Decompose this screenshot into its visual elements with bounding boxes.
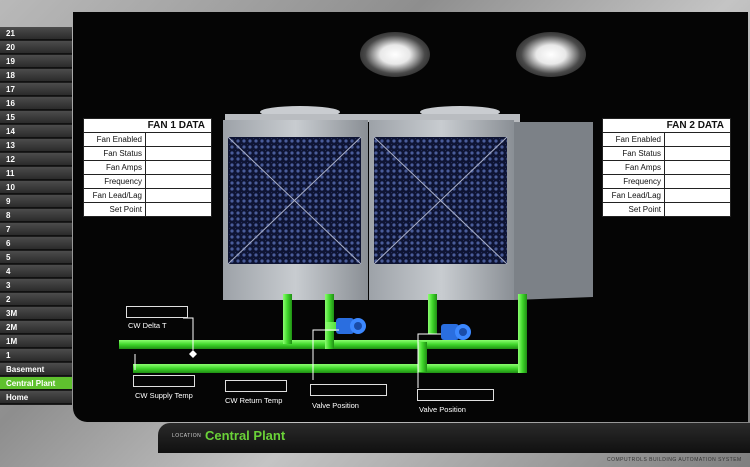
valve-position-1-label: Valve Position bbox=[312, 401, 359, 410]
return-pipe bbox=[133, 364, 526, 373]
row-label: Fan Enabled bbox=[83, 132, 146, 147]
floor-item[interactable]: 10 bbox=[0, 181, 72, 194]
table-row: Fan Amps bbox=[602, 160, 731, 175]
row-label: Frequency bbox=[602, 174, 665, 189]
cooling-tower-graphic bbox=[119, 106, 593, 388]
cw-delta-t-label: CW Delta T bbox=[128, 321, 167, 330]
table-row: Fan Status bbox=[83, 146, 212, 161]
table-row: Fan Lead/Lag bbox=[83, 188, 212, 203]
row-value bbox=[664, 160, 731, 175]
plant-display: CW Delta T CW Supply Temp CW Return Temp… bbox=[73, 12, 748, 422]
table-row: Set Point bbox=[83, 202, 212, 217]
sensor-icon bbox=[189, 350, 197, 358]
table-row: Frequency bbox=[83, 174, 212, 189]
floor-item[interactable]: Basement bbox=[0, 363, 72, 376]
row-value bbox=[145, 132, 212, 147]
floor-item[interactable]: 9 bbox=[0, 195, 72, 208]
floor-item[interactable]: 1 bbox=[0, 349, 72, 362]
floor-item[interactable]: Central Plant bbox=[0, 377, 72, 390]
supply-pipe bbox=[119, 340, 519, 349]
row-label: Fan Status bbox=[602, 146, 665, 161]
row-label: Fan Amps bbox=[602, 160, 665, 175]
floor-item[interactable]: 18 bbox=[0, 69, 72, 82]
floor-item[interactable]: Home bbox=[0, 391, 72, 404]
pump-icon bbox=[336, 318, 366, 334]
table-row: Frequency bbox=[602, 174, 731, 189]
floor-item[interactable]: 3M bbox=[0, 307, 72, 320]
floor-item[interactable]: 2M bbox=[0, 321, 72, 334]
row-label: Fan Lead/Lag bbox=[602, 188, 665, 203]
table-row: Fan Lead/Lag bbox=[602, 188, 731, 203]
row-value bbox=[664, 202, 731, 217]
row-value bbox=[145, 174, 212, 189]
floor-item[interactable]: 6 bbox=[0, 237, 72, 250]
row-label: Fan Lead/Lag bbox=[83, 188, 146, 203]
floor-item[interactable]: 15 bbox=[0, 111, 72, 124]
row-value bbox=[145, 160, 212, 175]
floor-item[interactable]: 11 bbox=[0, 167, 72, 180]
table-row: Fan Amps bbox=[83, 160, 212, 175]
table-row: Set Point bbox=[602, 202, 731, 217]
row-value bbox=[145, 146, 212, 161]
row-value bbox=[145, 202, 212, 217]
floor-item[interactable]: 8 bbox=[0, 209, 72, 222]
table-row: Fan Status bbox=[602, 146, 731, 161]
floor-item[interactable]: 3 bbox=[0, 279, 72, 292]
row-label: Set Point bbox=[602, 202, 665, 217]
floor-item[interactable]: 5 bbox=[0, 251, 72, 264]
row-value bbox=[664, 146, 731, 161]
row-value bbox=[664, 132, 731, 147]
floor-item[interactable]: 7 bbox=[0, 223, 72, 236]
location-name: Central Plant bbox=[205, 428, 286, 443]
light-glow bbox=[360, 32, 430, 77]
floor-item[interactable]: 14 bbox=[0, 125, 72, 138]
cw-supply-temp-value bbox=[133, 375, 195, 387]
cw-supply-temp-label: CW Supply Temp bbox=[135, 391, 193, 400]
location-bar bbox=[158, 423, 750, 453]
location-tag: LOCATION bbox=[172, 433, 202, 439]
row-label: Fan Amps bbox=[83, 160, 146, 175]
cw-return-temp-value bbox=[225, 380, 287, 392]
floor-item[interactable]: 13 bbox=[0, 139, 72, 152]
floor-item[interactable]: 20 bbox=[0, 41, 72, 54]
row-value bbox=[664, 188, 731, 203]
floor-item[interactable]: 4 bbox=[0, 265, 72, 278]
row-label: Frequency bbox=[83, 174, 146, 189]
table-row: Fan Enabled bbox=[83, 132, 212, 147]
fan-1-title: FAN 1 DATA bbox=[83, 118, 212, 133]
valve-position-2-label: Valve Position bbox=[419, 405, 466, 414]
floor-item[interactable]: 12 bbox=[0, 153, 72, 166]
fan-2-title: FAN 2 DATA bbox=[602, 118, 731, 133]
floor-item[interactable]: 2 bbox=[0, 293, 72, 306]
row-label: Set Point bbox=[83, 202, 146, 217]
floor-item[interactable]: 21 bbox=[0, 27, 72, 40]
floor-item[interactable]: 1M bbox=[0, 335, 72, 348]
row-value bbox=[664, 174, 731, 189]
floor-item[interactable]: 19 bbox=[0, 55, 72, 68]
footer-brand: COMPUTROLS BUILDING AUTOMATION SYSTEM bbox=[607, 457, 742, 463]
valve-position-1-value bbox=[310, 384, 387, 396]
row-label: Fan Enabled bbox=[602, 132, 665, 147]
pump-icon bbox=[441, 324, 471, 340]
floor-item[interactable]: 17 bbox=[0, 83, 72, 96]
cw-delta-t-value bbox=[126, 306, 188, 318]
valve-position-2-value bbox=[417, 389, 494, 401]
floor-item[interactable]: 16 bbox=[0, 97, 72, 110]
cw-return-temp-label: CW Return Temp bbox=[225, 396, 283, 405]
row-label: Fan Status bbox=[83, 146, 146, 161]
row-value bbox=[145, 188, 212, 203]
light-glow bbox=[516, 32, 586, 77]
table-row: Fan Enabled bbox=[602, 132, 731, 147]
